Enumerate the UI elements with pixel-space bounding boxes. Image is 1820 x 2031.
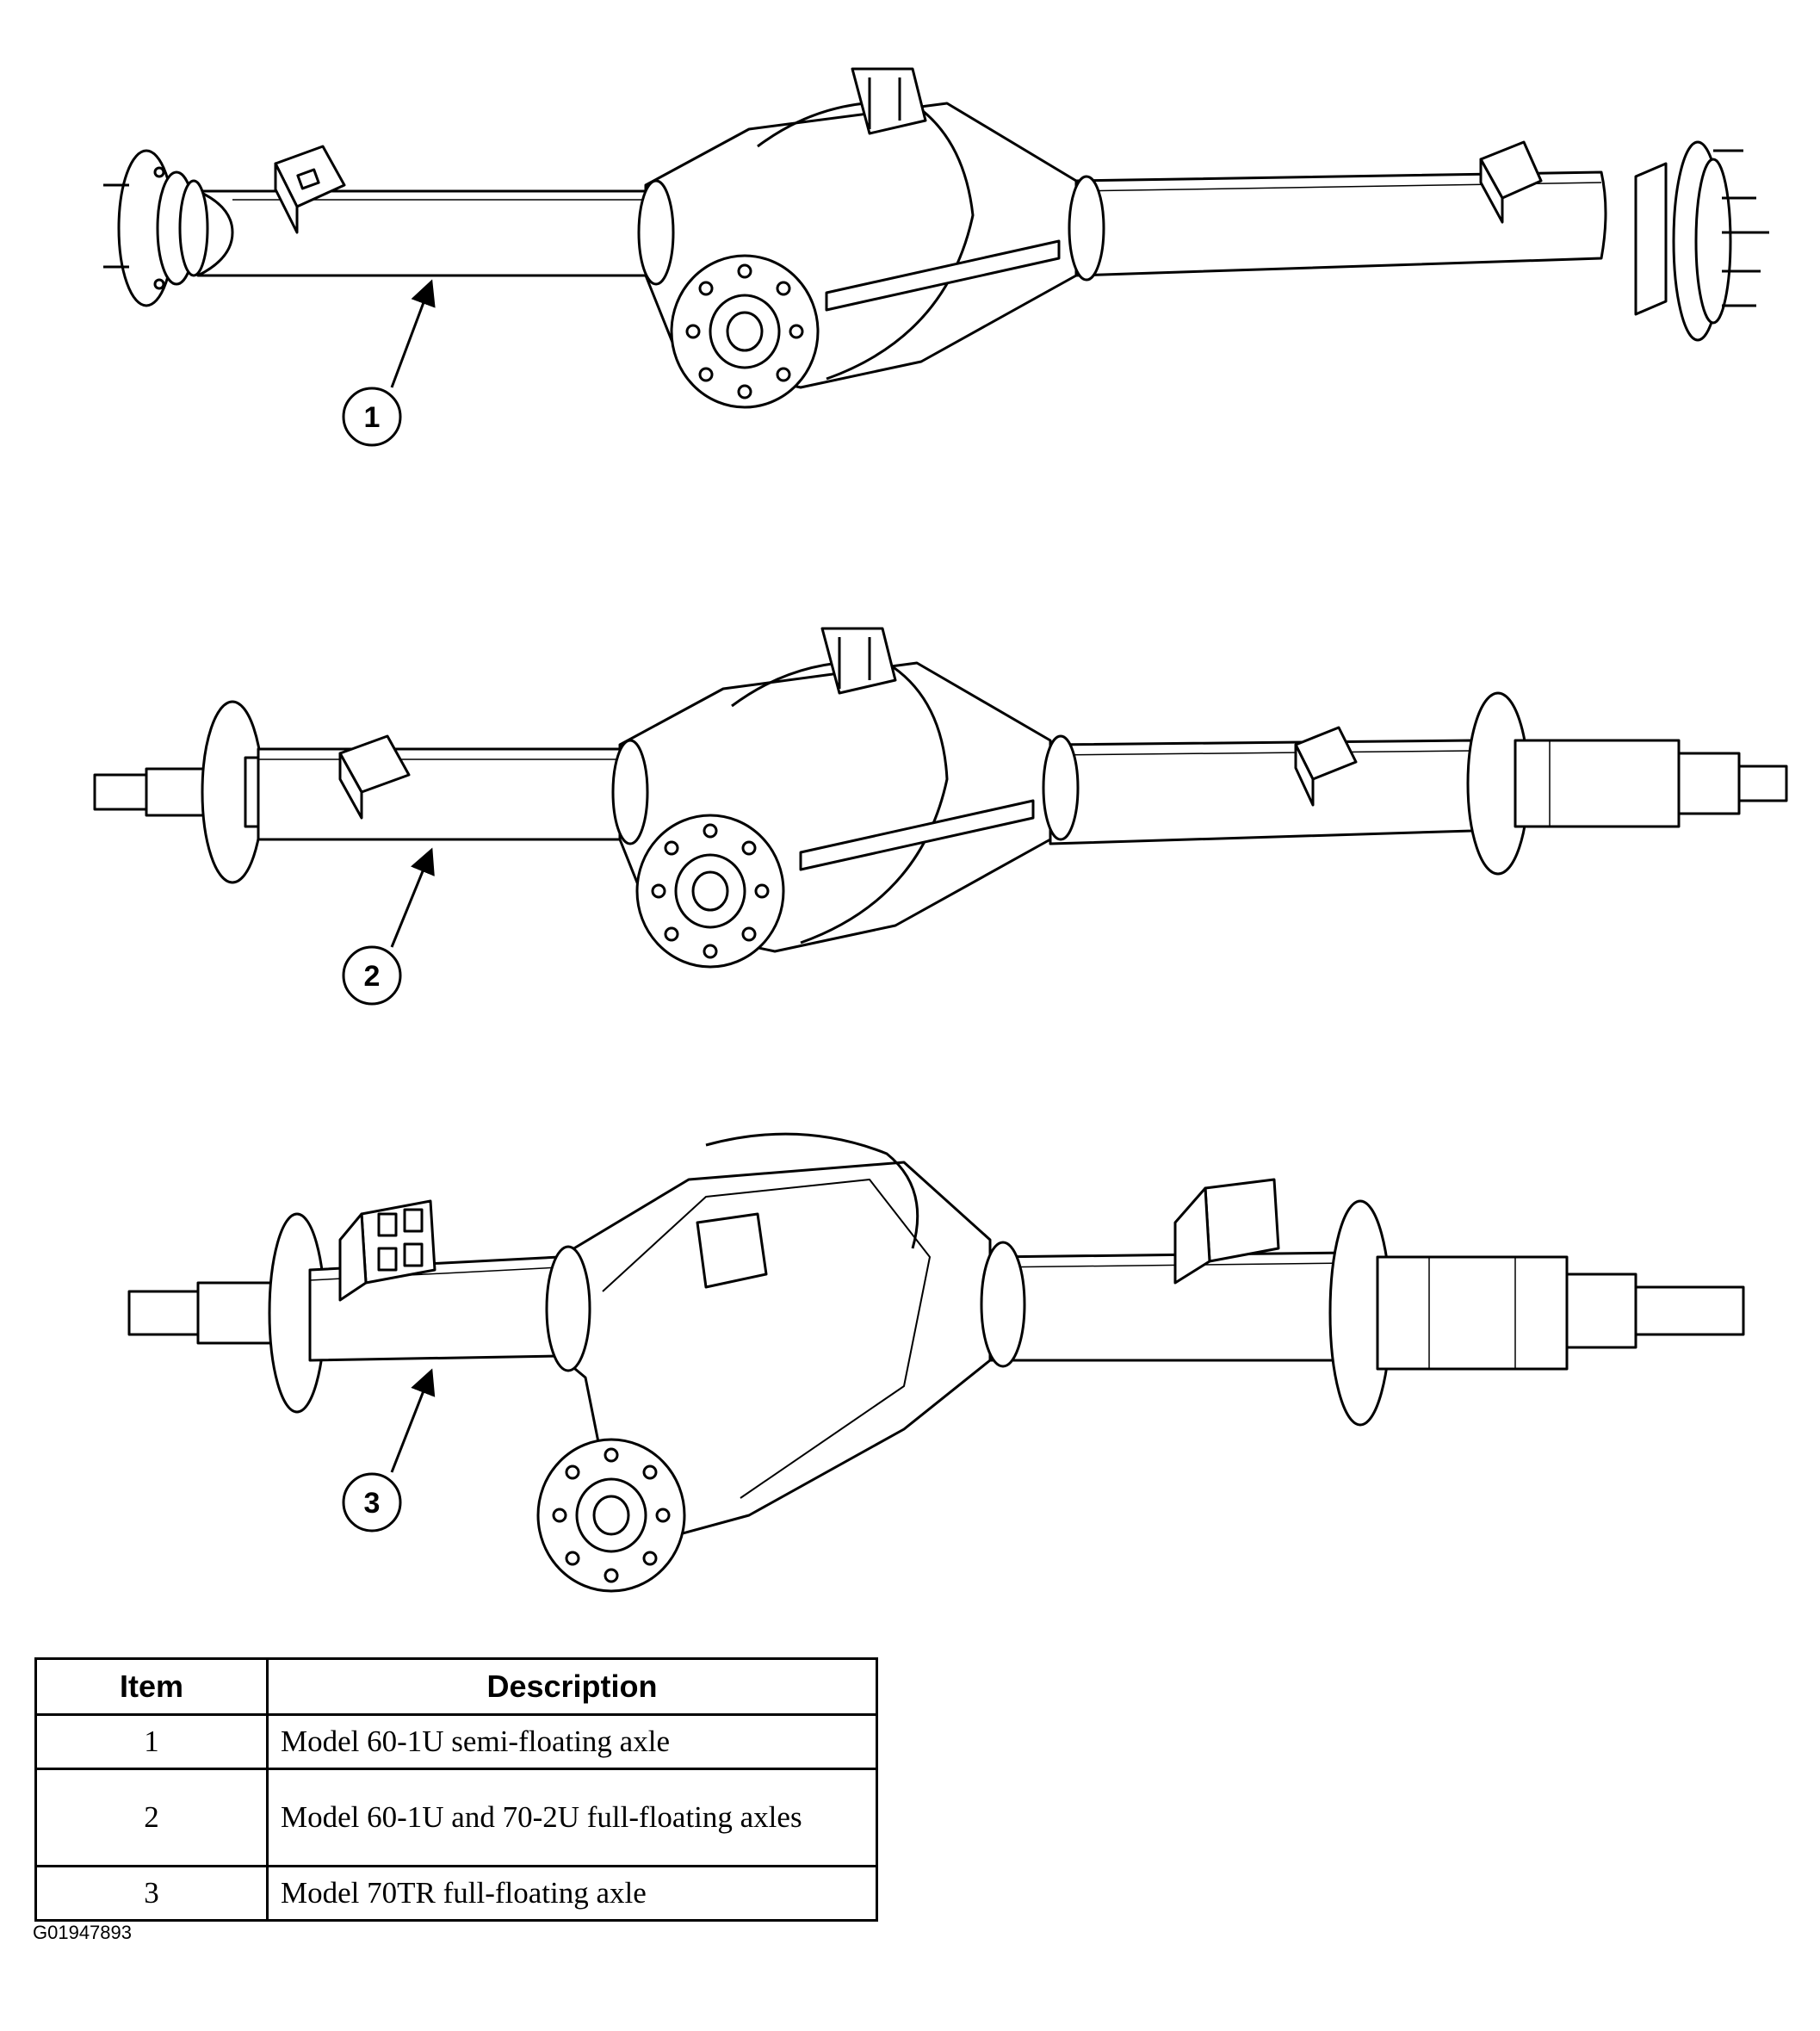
table-row: 1 Model 60-1U semi-floating axle [34,1713,878,1770]
axle-1-illustration [103,67,1769,409]
legend-table: Item Description 1 Model 60-1U semi-floa… [34,1657,878,1922]
item-number: 2 [34,1768,269,1867]
callout-2-label: 2 [364,960,381,993]
axle-2-illustration [93,627,1788,969]
item-number: 1 [34,1713,269,1770]
callout-3-label: 3 [364,1487,381,1520]
callout-1-leader [390,279,436,388]
callout-1-circle [342,387,402,447]
item-header: Item [34,1657,269,1716]
callout-1-label: 1 [364,401,381,434]
item-description: Model 70TR full-floating axle [266,1865,878,1922]
callout-2: 2 [342,847,435,1006]
item-description: Model 60-1U semi-floating axle [266,1713,878,1770]
callout-3: 3 [342,1368,436,1533]
item-number: 3 [34,1865,269,1922]
callout-2-leader [390,847,435,948]
callout-1: 1 [342,279,436,447]
callout-2-circle [342,945,402,1006]
item-description: Model 60-1U and 70-2U full-floating axle… [266,1768,878,1867]
callout-3-circle [342,1472,402,1533]
callout-3-leader [390,1368,436,1473]
description-header: Description [266,1657,878,1716]
table-row: 3 Model 70TR full-floating axle [34,1865,878,1922]
legend-header-row: Item Description [34,1657,878,1716]
figure-id: G01947893 [33,1922,132,1943]
axle-3-illustration [127,1132,1745,1593]
table-row: 2 Model 60-1U and 70-2U full-floating ax… [34,1768,878,1867]
axle-diagram: 1 2 3 [93,67,1788,1593]
